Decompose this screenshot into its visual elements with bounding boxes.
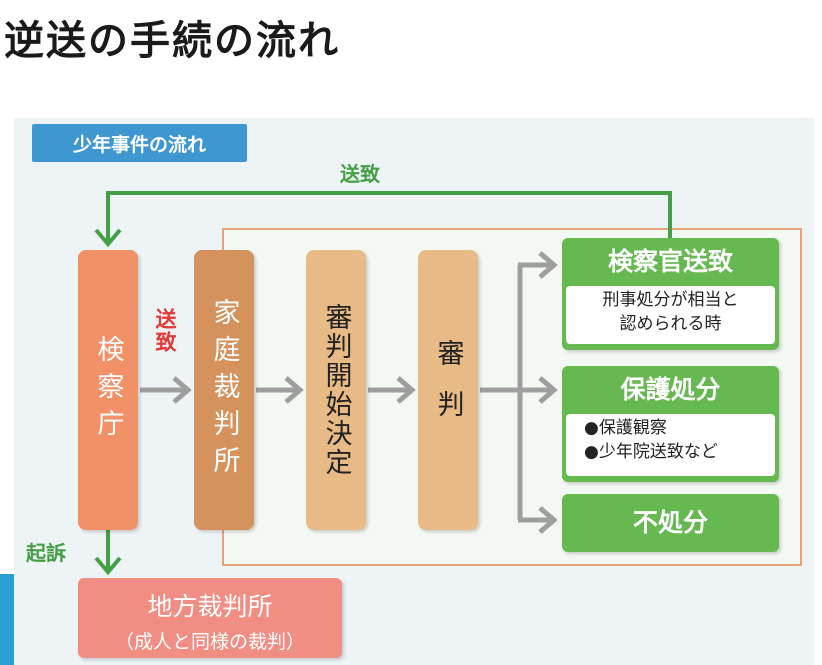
outcome-title: 保護処分 [620, 375, 721, 404]
branch-bottom-head [538, 506, 558, 534]
arrow-2-head [284, 376, 304, 404]
node-label: 審判 [432, 339, 464, 441]
outcome-prosecutor-referral: 検察官送致 刑事処分が相当と 認められる時 [562, 238, 779, 350]
arrow-3-head [396, 376, 416, 404]
node-label: 家庭裁判所 [208, 297, 240, 483]
outcome-body: ●保護観察 ●少年院送致など [566, 414, 775, 476]
node-hearing: 審判 [418, 250, 478, 530]
outcome-title: 検察官送致 [607, 247, 733, 276]
node-family-court: 家庭裁判所 [194, 250, 254, 530]
branch-top-head [538, 251, 558, 279]
outcome-line: ●保護観察 [584, 418, 667, 438]
section-tag: 少年事件の流れ [32, 124, 247, 162]
label-send-red: 送致 [153, 308, 177, 354]
node-label: 検察庁 [92, 334, 124, 446]
page-title: 逆送の手続の流れ [4, 18, 340, 64]
arrow-1-head [172, 376, 192, 404]
node-hearing-decision: 審判開始決定 [306, 250, 366, 530]
decorative-corner [0, 574, 14, 665]
outcome-line: ●少年院送致など [584, 442, 718, 462]
court-note: （成人と同様の裁判） [114, 631, 305, 653]
label-send-top: 送致 [340, 162, 380, 186]
node-district-court: 地方裁判所 （成人と同様の裁判） [78, 578, 342, 658]
outcome-body: 刑事処分が相当と 認められる時 [566, 286, 775, 344]
outcome-no-disposition: 不処分 [562, 494, 779, 552]
node-public-prosecutor-office: 検察庁 [78, 250, 138, 530]
return-arrow [106, 191, 672, 242]
outcome-title: 不処分 [632, 508, 708, 537]
node-label: 審判開始決定 [320, 303, 352, 477]
outcome-protective-measures: 保護処分 ●保護観察 ●少年院送致など [562, 366, 779, 482]
court-name: 地方裁判所 [147, 592, 273, 621]
return-arrowhead [94, 228, 122, 248]
branch-mid-head [538, 376, 558, 404]
outcome-line: 刑事処分が相当と [602, 290, 739, 310]
outcome-line: 認められる時 [619, 314, 722, 334]
prosecution-arrowhead [94, 556, 122, 576]
label-prosecution: 起訴 [26, 541, 66, 565]
